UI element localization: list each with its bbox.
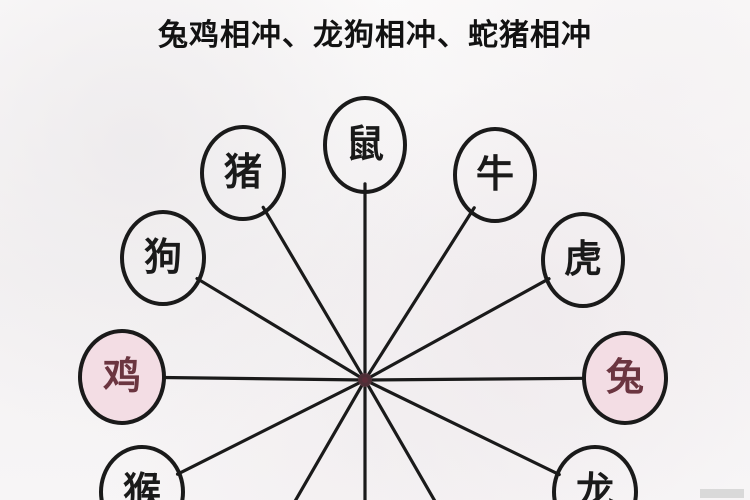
spoke-line-虎 [363, 277, 551, 382]
zodiac-glyph-牛: 牛 [475, 152, 514, 196]
zodiac-node-shapes [78, 96, 668, 500]
spoke-line-羊 [293, 378, 367, 500]
zodiac-circle-鸡[interactable] [78, 329, 166, 425]
zodiac-node-龙[interactable]: 龙 [554, 447, 636, 500]
zodiac-circle-兔[interactable] [582, 331, 668, 425]
spoke-line-蛇 [363, 378, 437, 500]
zodiac-glyph-猴: 猴 [122, 469, 161, 500]
spoke-line-鸡 [161, 375, 367, 382]
zodiac-circle-龙[interactable] [552, 445, 638, 500]
spoke-line-猴 [175, 378, 367, 476]
zodiac-node-兔[interactable]: 兔 [584, 333, 666, 423]
spoke-line-狗 [195, 276, 367, 382]
zodiac-node-鸡[interactable]: 鸡 [80, 331, 164, 423]
zodiac-glyph-兔: 兔 [605, 355, 644, 399]
spoke-lines [161, 182, 587, 500]
zodiac-glyph-猪: 猪 [223, 150, 262, 194]
zodiac-glyph-鸡: 鸡 [102, 354, 141, 398]
page-title: 兔鸡相冲、龙狗相冲、蛇猪相冲 [158, 18, 592, 53]
spoke-line-猪 [261, 205, 367, 382]
spoke-line-龙 [363, 378, 561, 477]
zodiac-glyph-鼠: 鼠 [345, 122, 384, 166]
center-hub [358, 373, 372, 387]
zodiac-node-鼠[interactable]: 鼠 [325, 98, 405, 192]
center-hub-dot [362, 377, 368, 383]
zodiac-node-猴[interactable]: 猴 [101, 447, 183, 500]
spoke-line-兔 [363, 376, 587, 382]
zodiac-circle-狗[interactable] [120, 210, 206, 306]
scan-edge-artifact [700, 489, 744, 498]
zodiac-circle-鼠[interactable] [323, 96, 407, 194]
zodiac-node-虎[interactable]: 虎 [543, 214, 623, 306]
zodiac-circle-虎[interactable] [541, 212, 625, 308]
zodiac-glyph-虎: 虎 [563, 237, 602, 281]
zodiac-node-牛[interactable]: 牛 [455, 129, 535, 221]
zodiac-circle-猴[interactable] [99, 445, 185, 500]
spoke-line-牛 [363, 206, 476, 382]
zodiac-node-猪[interactable]: 猪 [202, 127, 284, 219]
zodiac-glyph-狗: 狗 [143, 235, 182, 279]
zodiac-glyph-龙: 龙 [575, 469, 614, 500]
zodiac-circle-猪[interactable] [200, 125, 286, 221]
zodiac-circle-牛[interactable] [453, 127, 537, 223]
zodiac-node-狗[interactable]: 狗 [122, 212, 204, 304]
